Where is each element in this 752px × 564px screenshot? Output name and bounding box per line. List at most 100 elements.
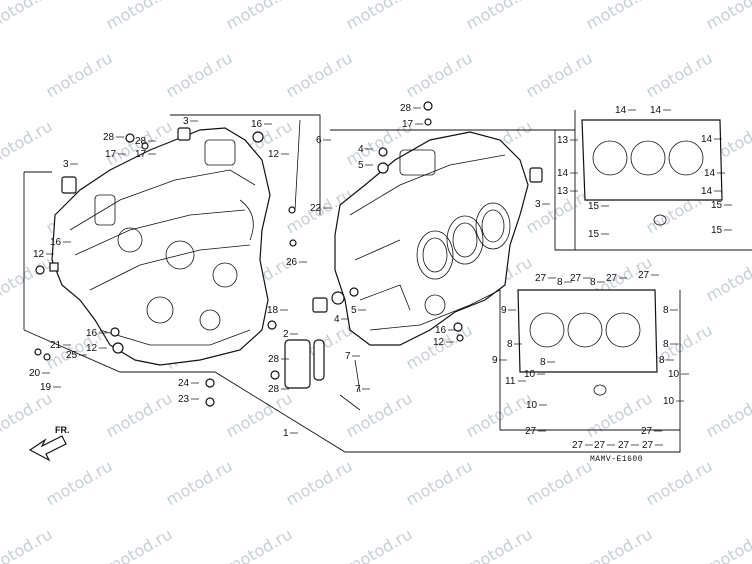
callout-c14f: 14 — [701, 186, 713, 197]
callout-c15a: 15 — [588, 201, 600, 212]
callout-c27j: 27 — [641, 426, 653, 437]
callout-c27e: 27 — [525, 426, 537, 437]
callout-c14c: 14 — [701, 134, 713, 145]
watermark-text: motod.ru — [343, 0, 416, 33]
callout-c27h: 27 — [618, 440, 630, 451]
callout-c9a: 9 — [501, 305, 507, 316]
callout-c8e: 8 — [663, 339, 669, 350]
watermark-text: motod.ru — [523, 48, 596, 101]
watermark-text: motod.ru — [703, 524, 752, 564]
callout-c8b: 8 — [590, 277, 596, 288]
callout-c14b: 14 — [650, 105, 662, 116]
callout-labels: 1 2 3 3 3 4 4 5 5 6 7 7 8 8 8 8 8 8 8 9 … — [29, 103, 723, 451]
front-direction-arrow: FR. — [28, 425, 70, 462]
callout-c27a: 27 — [535, 273, 547, 284]
callout-c15d: 15 — [711, 225, 723, 236]
callout-c4a: 4 — [358, 144, 364, 155]
watermark-text: motod.ru — [403, 456, 476, 509]
watermark-text: motod.ru — [103, 524, 176, 564]
callout-c3c: 3 — [535, 199, 541, 210]
callout-c5b: 5 — [351, 305, 357, 316]
watermark-text: motod.ru — [583, 0, 656, 33]
callout-c23: 23 — [178, 394, 190, 405]
callout-c17b: 17 — [135, 149, 147, 160]
callout-c10b: 10 — [668, 369, 680, 380]
watermark-text: motod.ru — [0, 252, 56, 305]
callout-c21: 21 — [50, 340, 62, 351]
watermark-text: motod.ru — [223, 524, 296, 564]
callout-c8f: 8 — [540, 357, 546, 368]
watermark-text: motod.ru — [703, 252, 752, 305]
watermark-text: motod.ru — [343, 388, 416, 441]
callout-c5a: 5 — [358, 160, 364, 171]
callout-c24: 24 — [178, 378, 190, 389]
callout-c27c: 27 — [606, 273, 618, 284]
callout-c2: 2 — [283, 329, 289, 340]
watermark-text: motod.ru — [0, 388, 56, 441]
callout-c13b: 13 — [557, 186, 569, 197]
watermark-text: motod.ru — [103, 0, 176, 33]
callout-c20: 20 — [29, 368, 41, 379]
watermark-text: motod.ru — [163, 48, 236, 101]
callout-c26: 26 — [286, 257, 298, 268]
callout-c7b: 7 — [355, 384, 361, 395]
callout-c16d: 16 — [435, 325, 447, 336]
watermark-text: motod.ru — [163, 456, 236, 509]
watermark-text: motod.ru — [43, 48, 116, 101]
lower-crankcase-half — [51, 127, 271, 366]
callout-c8c: 8 — [663, 305, 669, 316]
callout-c22: 22 — [310, 203, 322, 214]
callout-c27g: 27 — [594, 440, 606, 451]
callout-c3a: 3 — [63, 159, 69, 170]
watermark-text: motod.ru — [643, 48, 716, 101]
upper-gasket-set — [581, 119, 723, 226]
callout-c9b: 9 — [492, 355, 498, 366]
watermark-text: motod.ru — [283, 456, 356, 509]
callout-c16b: 16 — [251, 119, 263, 130]
watermark-text: motod.ru — [103, 388, 176, 441]
watermark-text: motod.ru — [403, 48, 476, 101]
watermark-text: motod.ru — [463, 524, 536, 564]
callout-c12d: 12 — [433, 337, 445, 348]
callout-c7a: 7 — [345, 351, 351, 362]
callout-c13a: 13 — [557, 135, 569, 146]
callout-c28a: 28 — [103, 132, 115, 143]
callout-c1: 1 — [283, 428, 289, 439]
callout-c12a: 12 — [33, 249, 45, 260]
small-hardware-parts — [34, 101, 543, 411]
callout-c11: 11 — [505, 376, 516, 387]
direction-label: FR. — [55, 425, 70, 435]
callout-c10a: 10 — [524, 369, 536, 380]
watermark-text: motod.ru — [463, 0, 536, 33]
upper-crankcase-cylinder-block — [334, 131, 529, 346]
callout-c17a: 17 — [105, 149, 117, 160]
callout-c8g: 8 — [659, 355, 665, 366]
watermark-text: motod.ru — [343, 524, 416, 564]
lower-gasket-set — [517, 289, 658, 396]
callout-c28c: 28 — [400, 103, 412, 114]
watermark-text: motod.ru — [0, 524, 56, 564]
watermark-text: motod.ru — [523, 456, 596, 509]
watermark-text: motod.ru — [0, 0, 56, 33]
callout-c28d: 28 — [268, 354, 280, 365]
drawing-code: MAMV-E1600 — [590, 455, 643, 464]
watermark-text: motod.ru — [583, 524, 656, 564]
callout-c14a: 14 — [615, 105, 627, 116]
callout-c10c: 10 — [526, 400, 538, 411]
callout-c12b: 12 — [268, 149, 280, 160]
callout-c27b: 27 — [570, 273, 582, 284]
watermark-text: motod.ru — [0, 116, 56, 169]
callout-c18: 18 — [267, 305, 279, 316]
callout-c15b: 15 — [711, 200, 723, 211]
watermark-text: motod.ru — [643, 456, 716, 509]
callout-c8a: 8 — [557, 277, 563, 288]
watermark-text: motod.ru — [223, 0, 296, 33]
watermark-text: motod.ru — [703, 0, 752, 33]
callout-c19: 19 — [40, 382, 52, 393]
callout-c28e: 28 — [268, 384, 280, 395]
callout-c6: 6 — [316, 135, 322, 146]
callout-c14e: 14 — [704, 168, 716, 179]
callout-c4b: 4 — [334, 314, 340, 325]
callout-c16c: 16 — [86, 328, 98, 339]
callout-c17c: 17 — [402, 119, 414, 130]
